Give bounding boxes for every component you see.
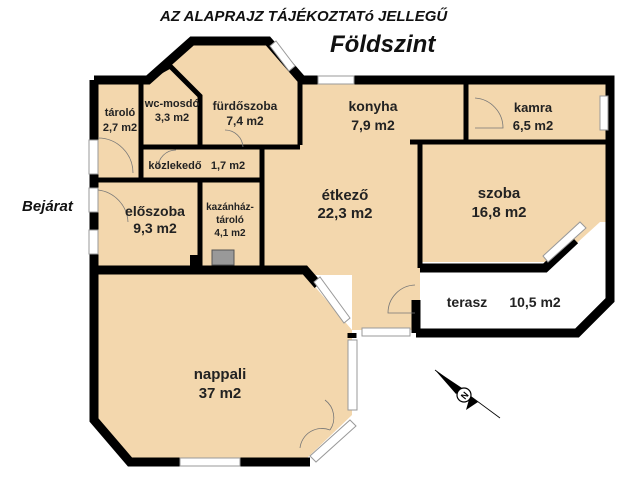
room-area: 37 m2	[199, 385, 242, 402]
window	[88, 187, 99, 213]
chimney	[190, 255, 202, 269]
terrace-area	[420, 222, 606, 330]
door-swing	[299, 428, 331, 449]
room-name: fürdőszoba	[213, 99, 278, 113]
room-area: 3,3 m2	[155, 112, 189, 124]
entrance-label: Bejárat	[22, 198, 73, 215]
door-swing	[97, 189, 129, 223]
room-name: nappali	[194, 366, 247, 383]
window	[269, 40, 296, 72]
door-swing	[224, 129, 244, 148]
room-name: kamra	[514, 100, 553, 115]
room-area: 7,4 m2	[226, 114, 264, 128]
room-area: 10,5 m2	[509, 294, 561, 310]
window	[313, 276, 351, 324]
door-swing	[324, 399, 335, 431]
north-letter: N	[459, 390, 471, 401]
room-fill-nappali	[96, 275, 352, 460]
room-area: 2,7 m2	[103, 122, 137, 134]
room-area: 4,1 m2	[214, 228, 246, 239]
window	[88, 139, 99, 175]
door-swing	[157, 149, 177, 169]
window	[88, 229, 99, 255]
north-arrow-compass-icon: N	[434, 369, 501, 419]
room-area: 1,7 m2	[211, 160, 245, 172]
window	[361, 327, 411, 337]
room-name: kazánház-	[206, 202, 254, 213]
room-name: étkező	[322, 187, 369, 204]
room-area: 7,9 m2	[351, 117, 395, 133]
room-area: 16,8 m2	[471, 204, 526, 221]
room-name: terasz	[447, 294, 487, 310]
door-swing	[474, 97, 504, 129]
boiler-icon	[211, 249, 235, 266]
room-name: wc-mosdó	[144, 98, 200, 110]
window	[179, 457, 241, 467]
room-area: 22,3 m2	[317, 205, 372, 222]
door-swing	[387, 284, 416, 314]
nappali-top-wall	[94, 265, 322, 288]
room-area: 9,3 m2	[133, 220, 177, 236]
door-swing	[97, 137, 134, 174]
window	[542, 221, 587, 263]
room-area: 6,5 m2	[513, 118, 553, 133]
window	[317, 75, 355, 85]
room-name: konyha	[348, 98, 397, 114]
wall	[139, 62, 203, 148]
room-name: előszoba	[125, 203, 185, 219]
window	[309, 419, 357, 463]
room-name-2: tároló	[216, 215, 244, 226]
floor-title: Földszint	[330, 31, 436, 58]
window	[599, 95, 609, 131]
disclaimer-title: AZ ALAPRAJZ TÁJÉKOZTATó JELLEGŰ	[160, 8, 448, 25]
room-name: tároló	[105, 107, 136, 119]
room-name: szoba	[478, 185, 521, 202]
window	[347, 339, 358, 411]
room-name: közlekedő	[148, 160, 201, 172]
szoba-terrace-wall	[420, 236, 579, 273]
